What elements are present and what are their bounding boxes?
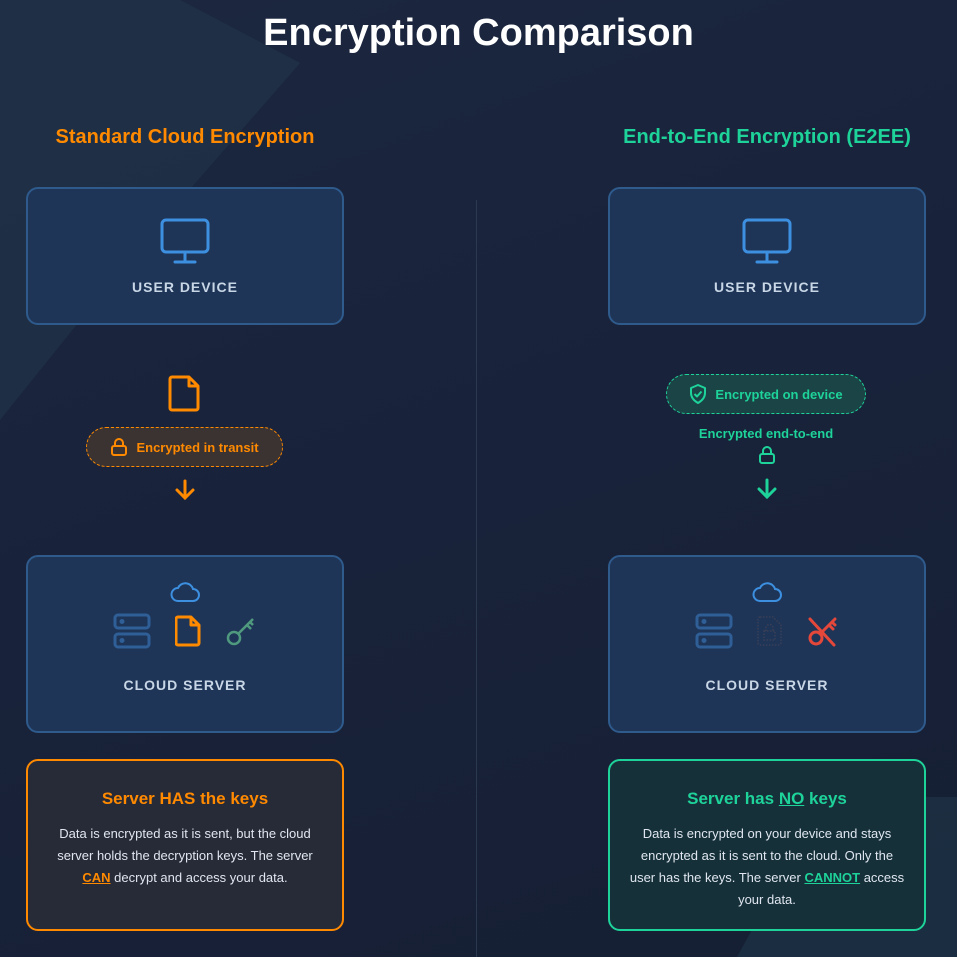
device-label: USER DEVICE (132, 279, 238, 295)
server-label: CLOUD SERVER (705, 677, 829, 693)
cloud-icon (752, 582, 782, 602)
badge-label: Encrypted in transit (136, 439, 259, 455)
page-title: Encryption Comparison (263, 12, 694, 54)
info-title: Server HAS the keys (101, 789, 269, 808)
cloud-icon (170, 582, 200, 602)
encrypted-in-transit-badge: Encrypted in transit (86, 427, 283, 467)
info-title: Server has NO keys (687, 789, 847, 808)
info-text: Data is encrypted on your device and sta… (629, 826, 905, 907)
server-label: CLOUD SERVER (123, 677, 247, 693)
badge-label: Encrypted on device (715, 386, 843, 402)
monitor-icon (742, 218, 792, 264)
arrow-down-icon (175, 479, 195, 501)
encrypted-on-device-badge: Encrypted on device (666, 374, 866, 414)
server-icon (113, 613, 151, 649)
key-icon (226, 618, 254, 646)
shield-check-icon (690, 384, 707, 404)
device-label: USER DEVICE (714, 279, 820, 295)
server-icon (695, 613, 733, 649)
standard-info-card: Server HAS the keys Data is encrypted as… (26, 759, 344, 931)
cloud-server-box: CLOUD SERVER (26, 555, 344, 733)
e2ee-heading: End-to-End Encryption (E2EE) (623, 126, 911, 148)
transit-label: Encrypted end-to-end (698, 426, 834, 441)
standard-heading: Standard Cloud Encryption (55, 126, 315, 148)
arrow-down-icon (757, 478, 777, 500)
document-icon (175, 615, 201, 647)
lock-icon (111, 438, 128, 456)
no-key-icon (808, 617, 837, 647)
column-divider (476, 200, 477, 957)
encrypted-document-icon (757, 616, 782, 646)
info-text: Data is encrypted as it is sent, but the… (57, 826, 313, 885)
lock-icon (759, 446, 775, 464)
user-device-box: USER DEVICE (26, 187, 344, 325)
document-icon (168, 375, 200, 412)
user-device-box: USER DEVICE (608, 187, 926, 325)
monitor-icon (160, 218, 210, 264)
e2ee-info-card: Server has NO keys Data is encrypted on … (608, 759, 926, 931)
cloud-server-box: CLOUD SERVER (608, 555, 926, 733)
